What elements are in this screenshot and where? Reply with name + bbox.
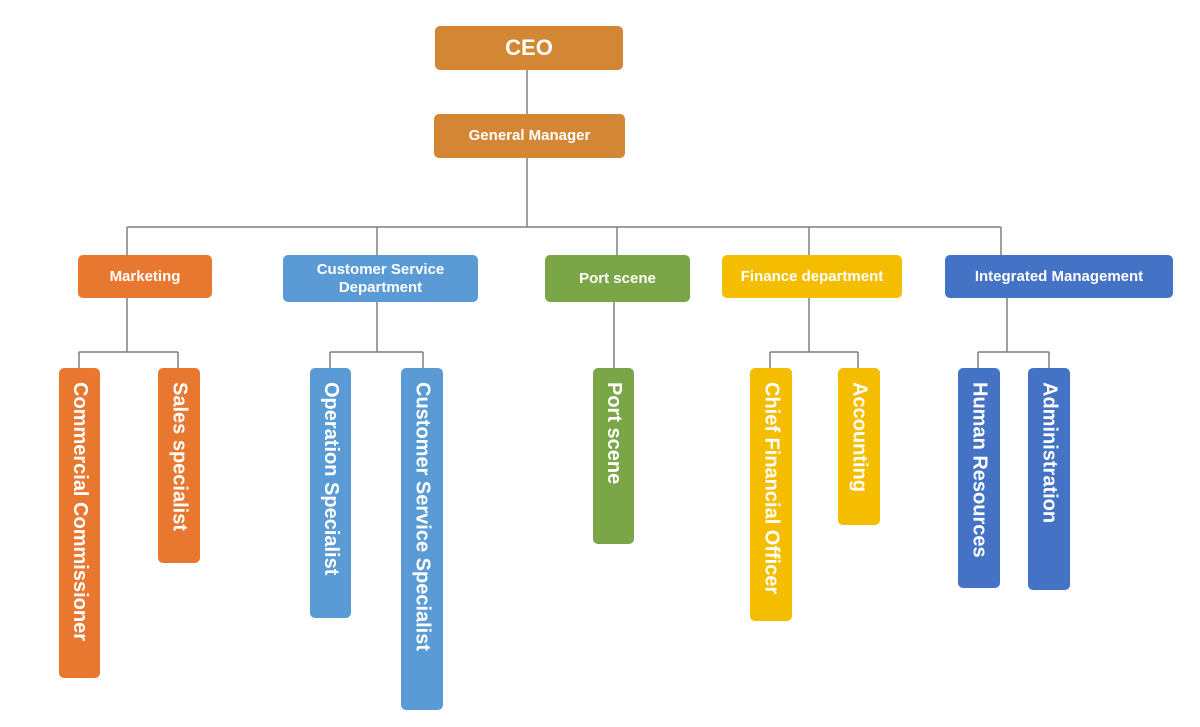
port-scene-role-label: Port scene [603, 382, 625, 485]
marketing-box: Marketing [78, 255, 212, 298]
sales-specialist-label: Sales specialist [168, 382, 191, 531]
port-scene-role-box: Port scene [593, 368, 634, 544]
chief-financial-officer-box: Chief Financial Officer [750, 368, 792, 621]
operation-specialist-label: Operation Specialist [320, 382, 342, 576]
commercial-commissioner-box: Commercial Commissioner [59, 368, 100, 678]
customer-service-department-box: Customer Service Department [283, 255, 478, 302]
port-scene-department-label: Port scene [579, 269, 656, 287]
accounting-box: Accounting [838, 368, 880, 525]
customer-service-specialist-label: Customer Service Specialist [411, 382, 434, 652]
customer-service-specialist-box: Customer Service Specialist [401, 368, 443, 710]
ceo-box: CEO [435, 26, 623, 70]
human-resources-box: Human Resources [958, 368, 1000, 588]
finance-department-label: Finance department [740, 267, 884, 285]
integrated-management-label: Integrated Management [974, 267, 1144, 285]
commercial-commissioner-label: Commercial Commissioner [69, 382, 91, 641]
administration-box: Administration [1028, 368, 1070, 590]
integrated-management-box: Integrated Management [945, 255, 1173, 298]
finance-department-box: Finance department [722, 255, 902, 298]
ceo-label: CEO [505, 35, 553, 61]
customer-service-department-label: Customer Service Department [316, 261, 445, 296]
general-manager-label: General Manager [468, 127, 591, 145]
general-manager-box: General Manager [434, 114, 625, 158]
accounting-label: Accounting [848, 382, 871, 492]
operation-specialist-box: Operation Specialist [310, 368, 351, 618]
port-scene-department-box: Port scene [545, 255, 690, 302]
human-resources-label: Human Resources [968, 382, 991, 558]
marketing-label: Marketing [109, 267, 181, 285]
chief-financial-officer-label: Chief Financial Officer [760, 382, 783, 595]
administration-label: Administration [1038, 382, 1061, 524]
sales-specialist-box: Sales specialist [158, 368, 200, 563]
